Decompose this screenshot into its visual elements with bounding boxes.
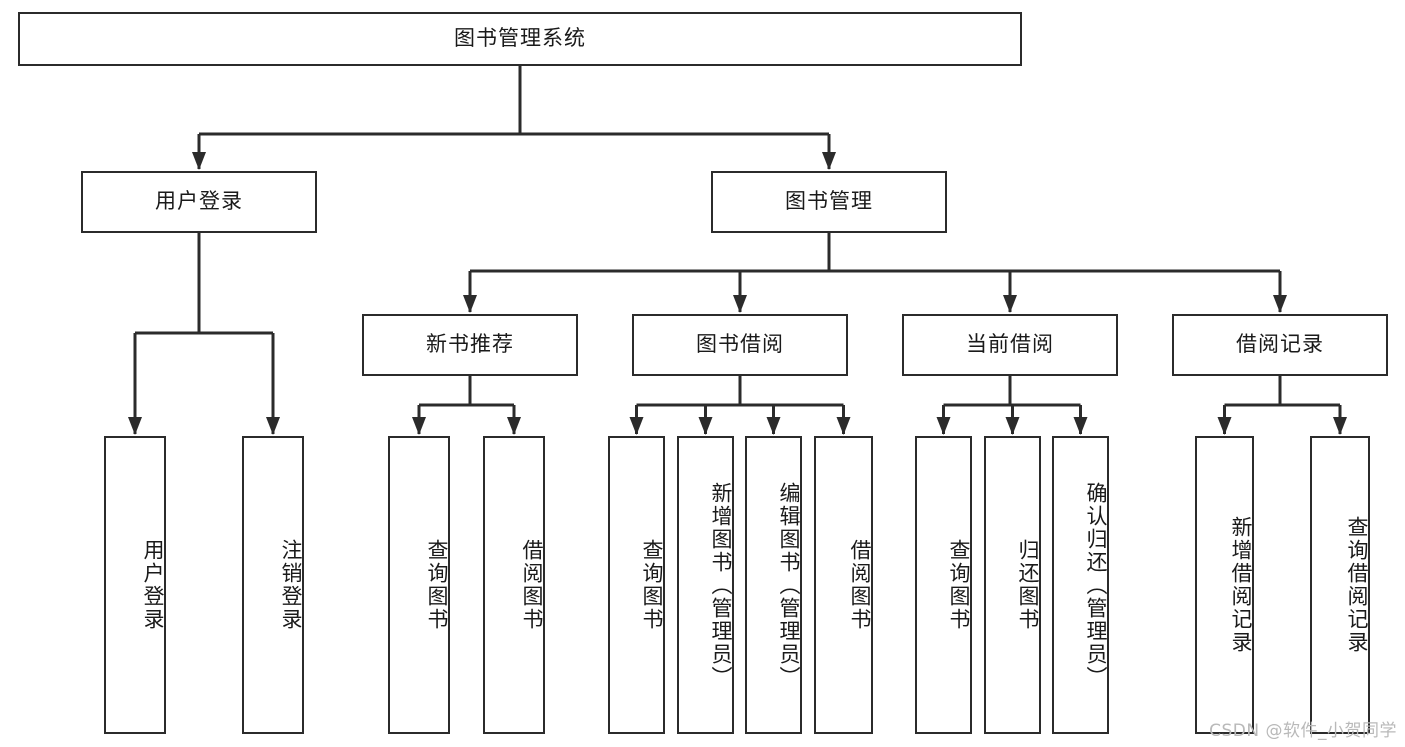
node-borrow[interactable]: 图书借阅 xyxy=(632,314,848,376)
arrowhead xyxy=(766,417,781,435)
node-label: 确认归还（管理员） xyxy=(1084,481,1108,689)
node-label: 图书管理系统 xyxy=(454,26,586,51)
arrowhead xyxy=(128,417,142,435)
node-label: 用户登录 xyxy=(141,539,165,631)
node-label: 新书推荐 xyxy=(426,332,514,357)
node-leaf-7[interactable]: 编辑图书（管理员） xyxy=(745,436,802,734)
arrowhead xyxy=(936,417,951,435)
node-user-login[interactable]: 用户登录 xyxy=(81,171,317,233)
arrowhead xyxy=(836,417,851,435)
arrowhead xyxy=(822,152,836,170)
node-leaf-13[interactable]: 查询借阅记录 xyxy=(1310,436,1370,734)
node-current[interactable]: 当前借阅 xyxy=(902,314,1118,376)
node-label: 查询图书 xyxy=(947,539,971,631)
arrowhead xyxy=(1003,295,1017,313)
arrowhead xyxy=(412,417,426,435)
node-label: 图书管理 xyxy=(785,189,873,214)
node-leaf-12[interactable]: 新增借阅记录 xyxy=(1195,436,1254,734)
node-leaf-1[interactable]: 用户登录 xyxy=(104,436,166,734)
node-leaf-5[interactable]: 查询图书 xyxy=(608,436,665,734)
node-leaf-9[interactable]: 查询图书 xyxy=(915,436,972,734)
node-records[interactable]: 借阅记录 xyxy=(1172,314,1388,376)
node-leaf-4[interactable]: 借阅图书 xyxy=(483,436,545,734)
watermark-label: CSDN @软件_小贺同学 xyxy=(1209,721,1397,741)
arrowhead xyxy=(463,295,477,313)
node-label: 新增借阅记录 xyxy=(1229,516,1253,654)
arrowhead xyxy=(1217,417,1232,435)
node-label: 注销登录 xyxy=(279,539,303,631)
arrowhead xyxy=(1005,417,1020,435)
arrowhead xyxy=(1333,417,1347,435)
node-leaf-3[interactable]: 查询图书 xyxy=(388,436,450,734)
node-label: 图书借阅 xyxy=(696,332,784,357)
node-leaf-11[interactable]: 确认归还（管理员） xyxy=(1052,436,1109,734)
node-label: 查询图书 xyxy=(425,539,449,631)
node-root[interactable]: 图书管理系统 xyxy=(18,12,1022,66)
arrowhead xyxy=(507,417,521,435)
arrowhead xyxy=(698,417,713,435)
arrowhead xyxy=(1073,417,1088,435)
arrowhead xyxy=(266,417,280,435)
node-label: 新增图书（管理员） xyxy=(709,481,733,689)
node-label: 查询图书 xyxy=(640,539,664,631)
node-label: 查询借阅记录 xyxy=(1345,516,1369,654)
node-label: 借阅图书 xyxy=(520,539,544,631)
arrowhead xyxy=(1273,295,1287,313)
arrowhead xyxy=(733,295,747,313)
node-label: 用户登录 xyxy=(155,189,243,214)
node-leaf-6[interactable]: 新增图书（管理员） xyxy=(677,436,734,734)
node-leaf-8[interactable]: 借阅图书 xyxy=(814,436,873,734)
node-label: 借阅图书 xyxy=(848,539,872,631)
node-label: 归还图书 xyxy=(1016,539,1040,631)
node-label: 编辑图书（管理员） xyxy=(777,481,801,689)
node-leaf-10[interactable]: 归还图书 xyxy=(984,436,1041,734)
node-book-mgmt[interactable]: 图书管理 xyxy=(711,171,947,233)
arrowhead xyxy=(629,417,644,435)
node-new-books[interactable]: 新书推荐 xyxy=(362,314,578,376)
node-label: 当前借阅 xyxy=(966,332,1054,357)
node-leaf-2[interactable]: 注销登录 xyxy=(242,436,304,734)
arrowhead xyxy=(192,152,206,170)
node-label: 借阅记录 xyxy=(1236,332,1324,357)
